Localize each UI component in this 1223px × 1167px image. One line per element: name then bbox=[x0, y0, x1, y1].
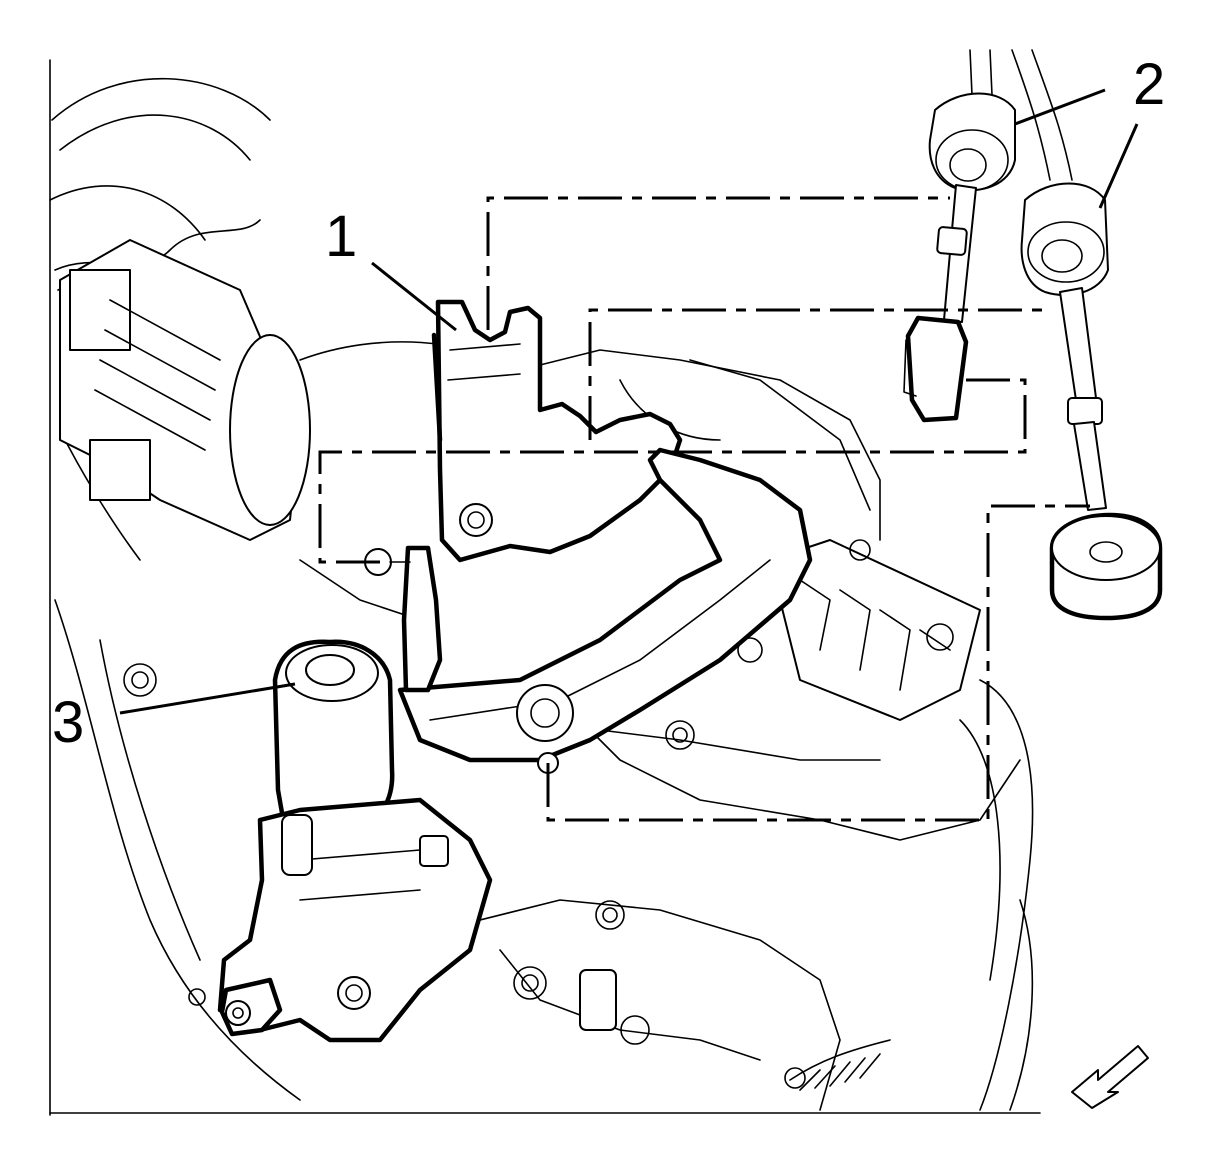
callout-2: 2 bbox=[1014, 52, 1165, 209]
callout-2-label: 2 bbox=[1133, 52, 1165, 117]
alignment-dashed-lines bbox=[318, 196, 1090, 822]
callout-1: 1 bbox=[325, 204, 457, 332]
frame-lines bbox=[49, 59, 1041, 1116]
shift-cables bbox=[903, 49, 1163, 621]
callout-3-label: 3 bbox=[52, 690, 84, 755]
callout-1-label: 1 bbox=[325, 204, 357, 269]
callout-3: 3 bbox=[52, 682, 296, 755]
transmission-housing bbox=[49, 77, 1034, 1111]
shift-lever-assembly bbox=[217, 447, 813, 1043]
front-direction-arrow-icon bbox=[1071, 1045, 1149, 1109]
shift-cable-bracket bbox=[431, 299, 683, 563]
